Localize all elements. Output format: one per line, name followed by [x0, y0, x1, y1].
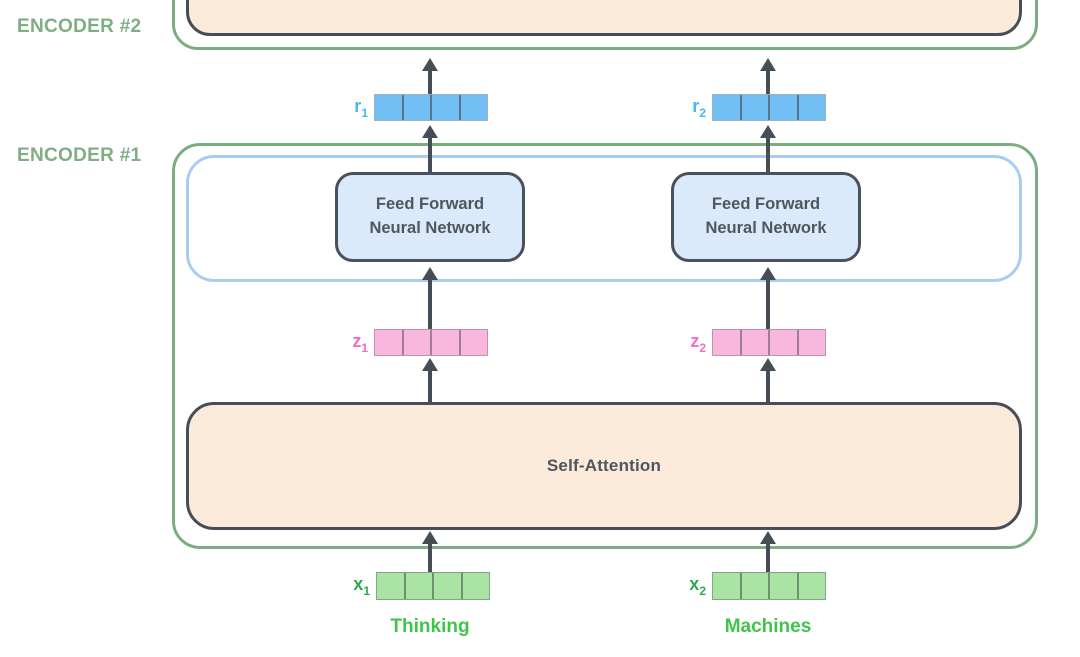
x2-label-base: x: [689, 574, 700, 595]
x1-label-base: x: [353, 574, 364, 595]
vector-cell: [741, 95, 770, 120]
x1-label: x1: [353, 575, 370, 597]
vector-cell: [713, 95, 742, 120]
up-arrow-r1-to-encoder2: [421, 58, 438, 94]
ffnn1-line2: Neural Network: [369, 219, 491, 237]
vector-cell: [434, 573, 463, 599]
vector-cell: [377, 573, 406, 599]
up-arrow-z2-to-ffnn2: [759, 267, 776, 329]
vector-cell: [770, 330, 799, 355]
z2-label-base: z: [690, 330, 700, 351]
input-word-machines: Machines: [724, 616, 812, 637]
z1-label-base: z: [352, 330, 362, 351]
r1-vector: r1: [354, 94, 488, 121]
z1-vector: z1: [352, 329, 488, 356]
z1-label-sub: 1: [361, 340, 368, 355]
feed-forward-layer-outline: [186, 155, 1022, 282]
z2-label-sub: 2: [699, 340, 706, 355]
vector-cell: [741, 573, 770, 599]
up-arrow-x1-to-attention: [421, 531, 438, 572]
input-word-thinking: Thinking: [390, 616, 470, 637]
r2-label-sub: 2: [699, 105, 706, 120]
vector-cell: [403, 330, 432, 355]
vector-cell: [798, 573, 825, 599]
x2-vector: x2: [689, 572, 826, 600]
vector-cell: [375, 330, 404, 355]
feed-forward-box-2: Feed Forward Neural Network: [671, 172, 861, 262]
up-arrow-attention-to-z2: [759, 358, 776, 402]
z2-label: z2: [690, 332, 706, 354]
vector-cell: [713, 330, 742, 355]
vector-cell: [741, 330, 770, 355]
r2-label-base: r: [692, 95, 700, 116]
r1-label-base: r: [354, 95, 362, 116]
feed-forward-box-1: Feed Forward Neural Network: [335, 172, 525, 262]
encoder2-label: ENCODER #2: [17, 16, 142, 37]
vector-cell: [460, 95, 487, 120]
up-arrow-x2-to-attention: [759, 531, 776, 572]
vector-cell: [403, 95, 432, 120]
encoder1-label: ENCODER #1: [17, 145, 142, 166]
r2-label: r2: [692, 97, 706, 119]
x1-label-sub: 1: [363, 583, 370, 598]
ffnn2-line2: Neural Network: [705, 219, 827, 237]
encoder2-self-attention-box: [186, 0, 1022, 36]
up-arrow-attention-to-z1: [421, 358, 438, 402]
r2-vector: r2: [692, 94, 826, 121]
vector-cell: [432, 330, 461, 355]
vector-cell: [462, 573, 489, 599]
x2-label: x2: [689, 575, 706, 597]
vector-cell: [375, 95, 404, 120]
up-arrow-ffnn1-to-r1: [421, 125, 438, 172]
x1-vector: x1: [353, 572, 490, 600]
r1-label: r1: [354, 97, 368, 119]
self-attention-label: Self-Attention: [546, 456, 662, 475]
ffnn2-line1: Feed Forward: [711, 195, 821, 214]
x2-label-sub: 2: [699, 583, 706, 598]
up-arrow-ffnn2-to-r2: [759, 125, 776, 172]
vector-cell: [460, 330, 487, 355]
vector-cell: [432, 95, 461, 120]
vector-cell: [405, 573, 434, 599]
up-arrow-z1-to-ffnn1: [421, 267, 438, 329]
vector-cell: [713, 573, 742, 599]
vector-cell: [770, 573, 799, 599]
z2-vector: z2: [690, 329, 826, 356]
self-attention-box: Self-Attention: [186, 402, 1022, 530]
z1-label: z1: [352, 332, 368, 354]
r1-label-sub: 1: [361, 105, 368, 120]
vector-cell: [770, 95, 799, 120]
vector-cell: [798, 95, 825, 120]
vector-cell: [798, 330, 825, 355]
ffnn1-line1: Feed Forward: [375, 195, 485, 214]
up-arrow-r2-to-encoder2: [759, 58, 776, 94]
